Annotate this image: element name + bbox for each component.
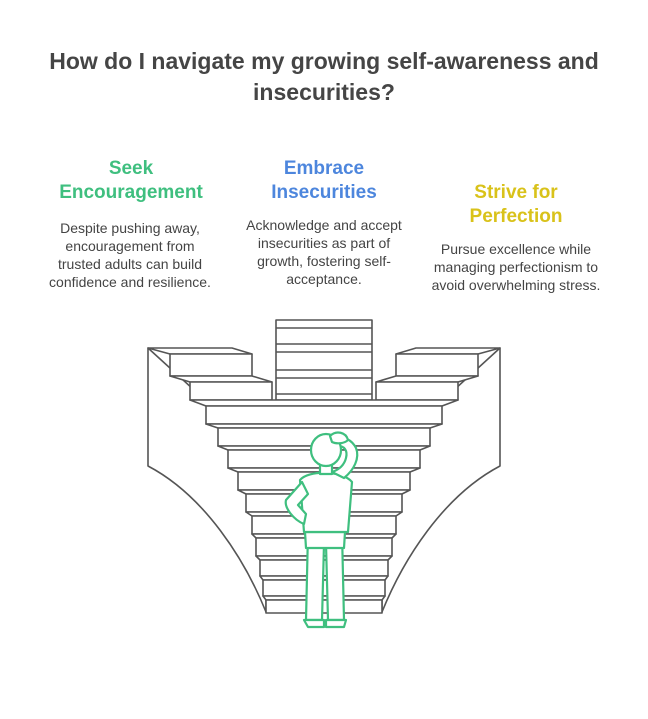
person-left-arm (284, 480, 310, 526)
person-figure (284, 431, 359, 629)
left-step-2 (169, 375, 273, 383)
main-step-riser (265, 599, 383, 614)
person-hips (303, 530, 347, 550)
person-right-foot (324, 618, 348, 629)
description-embrace-insecurities: Acknowledge and accept insecurities as p… (246, 217, 402, 287)
heading-embrace-insecurities: Embrace Insecurities (271, 158, 377, 203)
person-left-foot (302, 618, 326, 629)
main-step-riser (205, 405, 443, 425)
left-step-1 (169, 353, 253, 377)
description-seek-encouragement: Despite pushing away, encouragement from… (49, 220, 211, 290)
left-step-top (147, 347, 253, 355)
right-step-2 (375, 375, 479, 383)
right-step-1 (395, 353, 479, 377)
person-hand (328, 431, 350, 445)
person-torso (298, 471, 354, 534)
right-step-top (395, 347, 501, 355)
main-step-tread (189, 399, 459, 407)
heading-seek-encouragement: Seek Encouragement (59, 158, 203, 203)
heading-strive-for-perfection: Strive for Perfection (469, 182, 563, 227)
left-step-3 (189, 381, 273, 401)
right-step-3 (375, 381, 459, 401)
page-title: How do I navigate my growing self-awaren… (49, 48, 599, 105)
center-tower (275, 319, 373, 401)
description-strive-for-perfection: Pursue excellence while managing perfect… (431, 241, 601, 293)
